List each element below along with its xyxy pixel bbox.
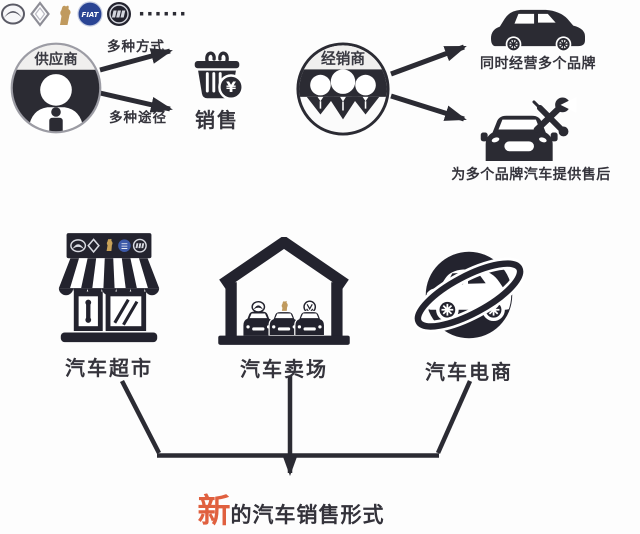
conclusion-highlight: 新 <box>197 491 231 530</box>
orbit-ring-icon <box>412 257 526 333</box>
aftersales-caption: 为多个品牌汽车提供售后 <box>451 167 611 183</box>
sales-node: ¥ 销售 <box>186 47 248 133</box>
sales-caption: 销售 <box>195 108 239 132</box>
dealer-label: 经销商 <box>321 50 365 68</box>
channel-store: 汽车超市 <box>52 233 166 381</box>
dealer-people-icon: 经销商 <box>296 42 390 136</box>
sign-buick-logo-icon <box>132 238 147 253</box>
brand-logos-row: FIAT ······ <box>0 0 640 28</box>
channel-ecommerce: 汽车电商 <box>405 239 533 385</box>
wheel-icon <box>436 298 459 322</box>
sign-renault-logo-icon <box>87 238 100 254</box>
supplier-arrow-top <box>99 48 173 73</box>
sign-peugeot-logo-icon <box>106 238 113 251</box>
funnel-left-line <box>119 379 162 455</box>
hatchback-car-icon <box>491 9 585 53</box>
mazda-logo-icon <box>1 3 25 25</box>
car-service-icon <box>480 97 577 162</box>
funnel-right-line <box>435 380 473 454</box>
dealer-node: 经销商 <box>294 40 392 138</box>
dealer-arrow-top <box>390 44 467 77</box>
supplier-label: 供应商 <box>33 50 77 68</box>
fiat-logo-text: FIAT <box>82 11 100 19</box>
conclusion-text: 新的汽车销售形式 <box>198 484 385 532</box>
channel-store-label: 汽车超市 <box>65 356 153 380</box>
multibrand-caption: 同时经营多个品牌 <box>480 56 596 72</box>
mini-car-icon <box>294 310 326 337</box>
globe-car-icon <box>412 251 526 339</box>
supplier-person-icon: 供应商 <box>10 42 102 134</box>
mini-mazda-logo-icon <box>251 300 266 313</box>
storefront-icon <box>58 233 160 343</box>
wheel-icon <box>505 36 522 53</box>
channel-mall: 汽车卖场 <box>215 237 353 382</box>
sign-mazda-logo-icon <box>70 239 87 253</box>
garage-icon <box>218 237 350 345</box>
shop-window-icon <box>105 291 147 332</box>
sign-fiat-logo-icon <box>118 239 131 252</box>
channel-mall-label: 汽车卖场 <box>240 357 328 381</box>
dealer-arrow-bottom <box>390 93 467 122</box>
peugeot-logo-icon <box>60 5 71 26</box>
buick-logo-icon <box>107 2 131 26</box>
conclusion-rest: 的汽车销售形式 <box>230 503 385 527</box>
shop-door-icon <box>73 291 103 332</box>
wheel-icon <box>555 36 572 53</box>
fiat-logo-icon: FIAT <box>77 1 103 27</box>
shopping-basket-icon: ¥ <box>194 51 244 100</box>
method-bottom-label: 多种途径 <box>109 110 167 126</box>
awning-icon <box>58 258 160 296</box>
brands-ellipsis: ······ <box>138 3 188 25</box>
multibrand-group: 同时经营多个品牌 <box>480 6 596 73</box>
mini-car-icon <box>243 311 274 336</box>
yen-badge <box>218 74 244 100</box>
supplier-arrow-bottom <box>99 90 173 113</box>
yen-symbol: ¥ <box>226 80 236 96</box>
channel-ecommerce-label: 汽车电商 <box>425 360 513 384</box>
renault-logo-icon <box>30 1 50 27</box>
supplier-node: 供应商 <box>8 40 104 136</box>
mini-peugeot-logo-icon <box>281 300 288 314</box>
screwdriver-icon <box>532 100 569 137</box>
aftersales-group: 为多个品牌汽车提供售后 <box>451 97 610 184</box>
